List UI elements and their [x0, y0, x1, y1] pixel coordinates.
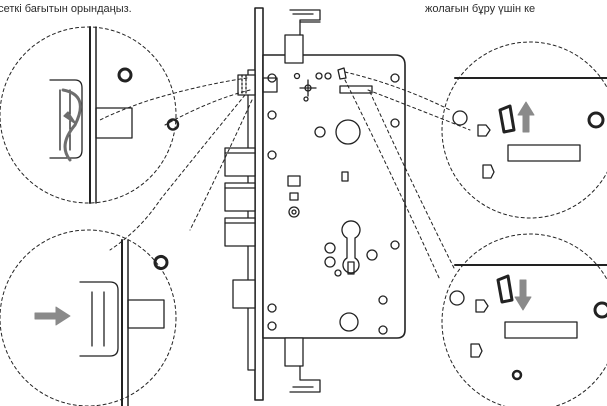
screw	[378, 295, 388, 305]
deadbolt-1	[224, 147, 256, 177]
rotation-arrow-icon	[61, 88, 82, 162]
switch-slot	[339, 85, 373, 94]
screw	[390, 240, 400, 250]
deadbolt-4	[232, 279, 256, 309]
switch-lever-down	[496, 274, 514, 304]
lock-case	[262, 54, 406, 339]
thumb-turn	[49, 79, 83, 159]
zoom-circle-rotate	[0, 26, 180, 204]
screw	[267, 150, 277, 160]
switch-lever	[337, 67, 347, 80]
screw	[267, 303, 277, 313]
rotation-arrowhead-icon	[63, 111, 77, 125]
deadbolt-3	[224, 217, 256, 247]
top-rod-housing	[284, 34, 304, 64]
bottom-hole	[339, 312, 359, 332]
follower-hole	[335, 119, 361, 145]
switch-lever-up	[498, 104, 516, 134]
slide-down-arrow-icon	[514, 279, 532, 311]
slide-up-arrow-icon	[517, 101, 535, 133]
screw	[378, 325, 388, 335]
screw	[390, 118, 400, 128]
zoom-circle-push	[0, 229, 177, 406]
cylinder-cutout	[341, 220, 361, 274]
screw	[267, 110, 277, 120]
screw	[267, 73, 277, 83]
push-knob	[79, 281, 119, 357]
screw	[267, 321, 277, 331]
zoom-circle-slide-up	[441, 41, 607, 219]
switch-slot-zoom-2	[504, 321, 578, 339]
faceplate	[254, 7, 264, 401]
switch-slot-zoom	[507, 144, 581, 162]
zoom-circle-slide-down	[441, 233, 607, 406]
bottom-rod-hook	[289, 365, 321, 393]
bottom-rod-housing	[284, 337, 304, 367]
instruction-caption-right: жолағын бұру үшін ке	[425, 3, 536, 15]
mortise-lock-body	[224, 7, 406, 401]
top-rod-hook	[289, 9, 321, 36]
connector-lines	[99, 71, 471, 281]
instruction-caption-left: рсеткі бағытын орындаңыз.	[0, 3, 132, 15]
screw	[390, 73, 400, 83]
deadbolt-2	[224, 182, 256, 212]
push-arrow-icon	[34, 306, 71, 326]
